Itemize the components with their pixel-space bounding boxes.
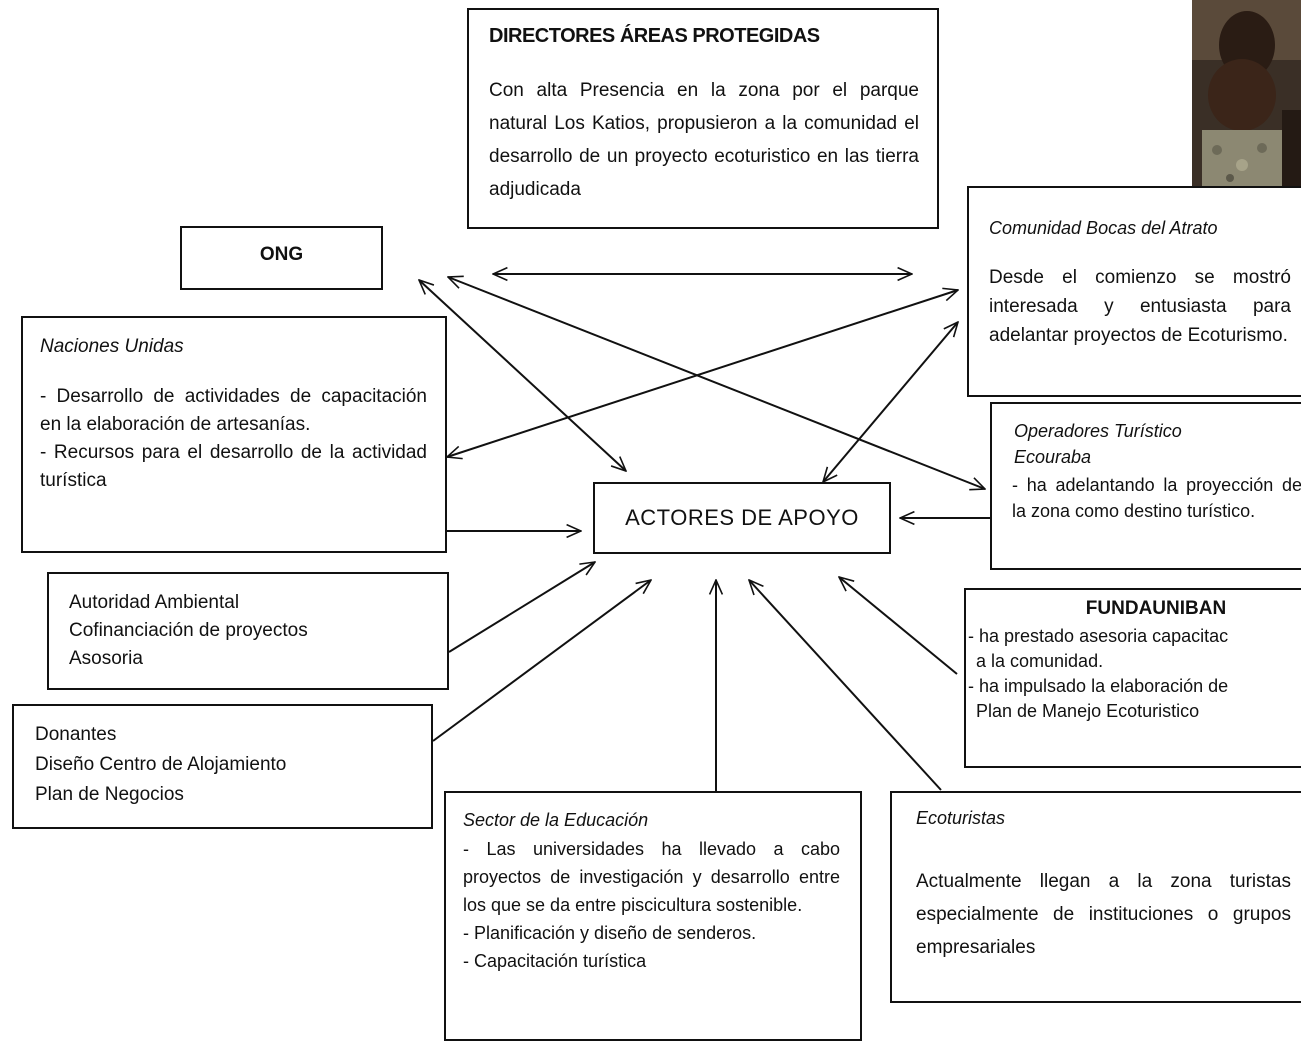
operadores-body: - ha adelantando la proyección de la zon… xyxy=(1012,475,1301,521)
autoridad-line-1: Autoridad Ambiental xyxy=(69,592,240,613)
educacion-item-2: - Capacitación turística xyxy=(463,951,647,971)
autoridad-line-3: Asosoria xyxy=(69,648,143,669)
naciones-item-2: - Recursos para el desarrollo de la acti… xyxy=(40,442,427,491)
operadores-title-2: Ecouraba xyxy=(1014,447,1092,467)
comunidad-body: Desde el comienzo se mostró interesada y… xyxy=(989,267,1291,346)
arrow-fundauniban-actores xyxy=(839,577,958,675)
autoridad-line-2: Cofinanciación de proyectos xyxy=(69,620,308,641)
fundauniban-title: FUNDAUNIBAN xyxy=(1085,598,1227,619)
actores-box: ACTORES DE APOYO xyxy=(593,482,891,554)
ong-title: ONG xyxy=(259,244,304,265)
ecoturistas-box: Ecoturistas Actualmente llegan a la zona… xyxy=(890,791,1301,1003)
naciones-box: Naciones Unidas - Desarrollo de activida… xyxy=(21,316,447,553)
donantes-box: Donantes Diseño Centro de Alojamiento Pl… xyxy=(12,704,433,829)
arrow-actores-comunidad xyxy=(823,322,958,482)
directores-title: DIRECTORES ÁREAS PROTEGIDAS xyxy=(489,25,820,47)
naciones-title: Naciones Unidas xyxy=(40,336,184,357)
ecoturistas-body: Actualmente llegan a la zona turistas es… xyxy=(916,871,1291,958)
directores-body: Con alta Presencia en la zona por el par… xyxy=(489,80,919,200)
educacion-item-1: - Planificación y diseño de senderos. xyxy=(463,923,757,943)
fundauniban-item-2b: Plan de Manejo Ecoturistico xyxy=(976,701,1200,721)
ong-box: ONG xyxy=(180,226,383,290)
comunidad-title: Comunidad Bocas del Atrato xyxy=(989,218,1218,238)
arrow-ecoturistas-actores xyxy=(749,580,942,791)
fundauniban-item-1b: a la comunidad. xyxy=(976,651,1104,671)
naciones-item-1: - Desarrollo de actividades de capacitac… xyxy=(40,386,427,435)
operadores-box: Operadores Turístico Ecouraba - ha adela… xyxy=(990,402,1301,570)
actores-title: ACTORES DE APOYO xyxy=(625,505,859,530)
educacion-title: Sector de la Educación xyxy=(463,810,649,830)
arrow-ong-actores xyxy=(419,280,626,471)
educacion-box: Sector de la Educación - Las universidad… xyxy=(444,791,862,1041)
comunidad-box: Comunidad Bocas del Atrato Desde el comi… xyxy=(967,186,1301,397)
directores-box: DIRECTORES ÁREAS PROTEGIDAS Con alta Pre… xyxy=(467,8,939,229)
fundauniban-item-2a: - ha impulsado la elaboración de xyxy=(968,676,1229,696)
fundauniban-box: FUNDAUNIBAN - ha prestado asesoria capac… xyxy=(964,588,1301,768)
arrow-autoridad-actores xyxy=(448,562,595,653)
donantes-line-3: Plan de Negocios xyxy=(35,784,184,805)
donantes-line-2: Diseño Centro de Alojamiento xyxy=(35,754,287,775)
educacion-body: - Las universidades ha llevado a cabo pr… xyxy=(463,839,840,915)
arrow-ong-operadores xyxy=(448,277,985,489)
donantes-line-1: Donantes xyxy=(35,724,117,745)
fundauniban-item-1a: - ha prestado asesoria capacitac xyxy=(968,626,1229,646)
autoridad-box: Autoridad Ambiental Cofinanciación de pr… xyxy=(47,572,449,690)
ecoturistas-title: Ecoturistas xyxy=(916,808,1006,828)
operadores-title-1: Operadores Turístico xyxy=(1014,421,1182,441)
person-photo xyxy=(1192,0,1301,188)
arrow-naciones-comunidad xyxy=(447,290,958,457)
arrow-donantes-actores xyxy=(432,580,651,742)
